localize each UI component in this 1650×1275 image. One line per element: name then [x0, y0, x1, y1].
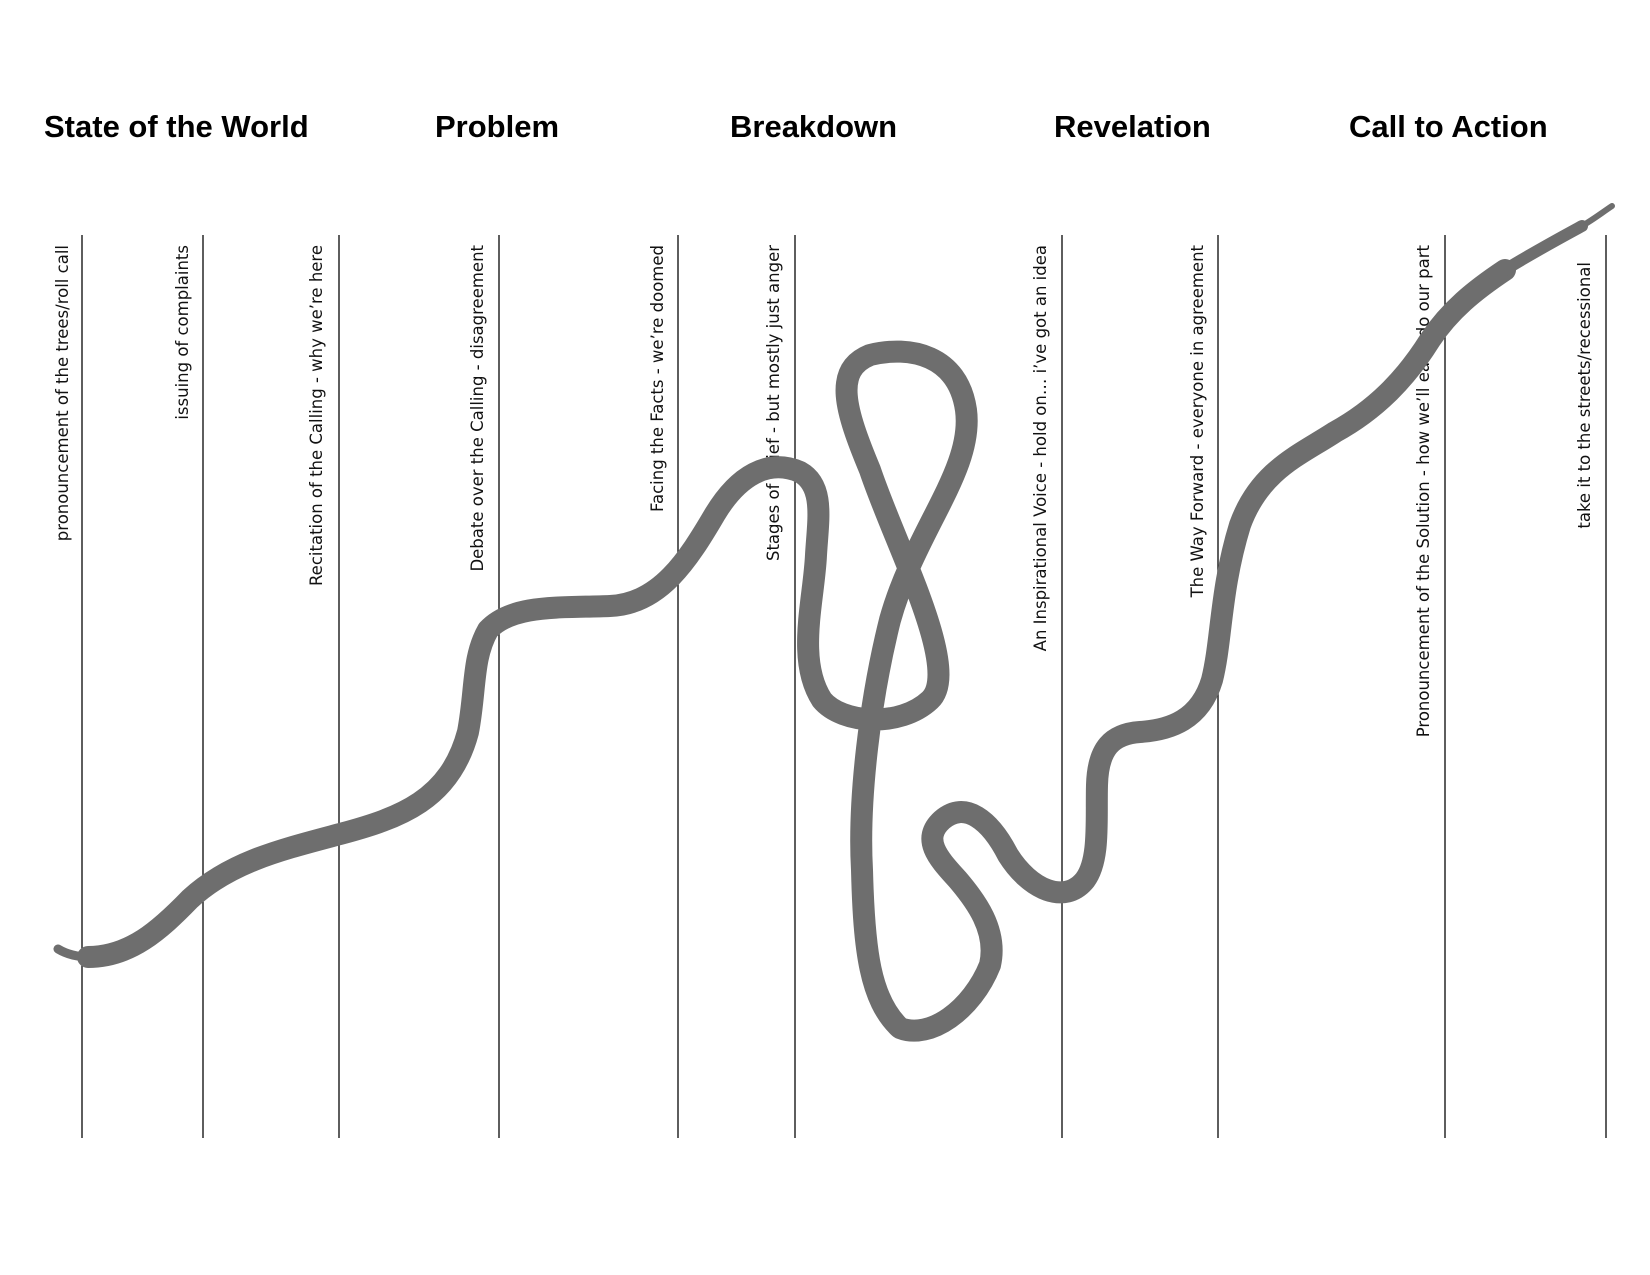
beat-label-recessional: take it to the streets/recessional	[1575, 262, 1594, 529]
section-title-revelation: Revelation	[1054, 109, 1211, 144]
beat-label-facing-facts: Facing the Facts - we’re doomed	[648, 245, 667, 512]
river-taper-1	[1489, 220, 1588, 282]
beat-label-recitation: Recitation of the Calling - why we’re he…	[307, 245, 326, 586]
beat-label-debate: Debate over the Calling - disagreement	[468, 244, 487, 571]
section-headings: State of the World Problem Breakdown Rev…	[44, 109, 1548, 144]
beat-dividers	[81, 235, 1607, 1138]
section-title-call-to-action: Call to Action	[1349, 109, 1548, 144]
beat-label-roll-call: pronouncement of the trees/roll call	[53, 245, 72, 541]
river-main-body	[77, 259, 1516, 1042]
section-title-problem: Problem	[435, 109, 559, 144]
beat-label-stages-of-grief: Stages of Grief - but mostly just anger	[764, 245, 783, 561]
section-title-state-of-the-world: State of the World	[44, 109, 309, 144]
beat-label-solution: Pronouncement of the Solution - how we’l…	[1414, 244, 1433, 737]
beat-label-way-forward: The Way Forward - everyone in agreement	[1188, 244, 1207, 598]
beat-label-inspirational-voice: An Inspirational Voice - hold on… i’ve g…	[1031, 245, 1050, 651]
story-river	[53, 203, 1615, 1042]
section-title-breakdown: Breakdown	[730, 109, 897, 144]
river-taper-3	[1547, 208, 1609, 249]
beat-label-complaints: issuing of complaints	[173, 245, 192, 420]
beat-labels: pronouncement of the trees/roll call iss…	[53, 244, 1594, 737]
